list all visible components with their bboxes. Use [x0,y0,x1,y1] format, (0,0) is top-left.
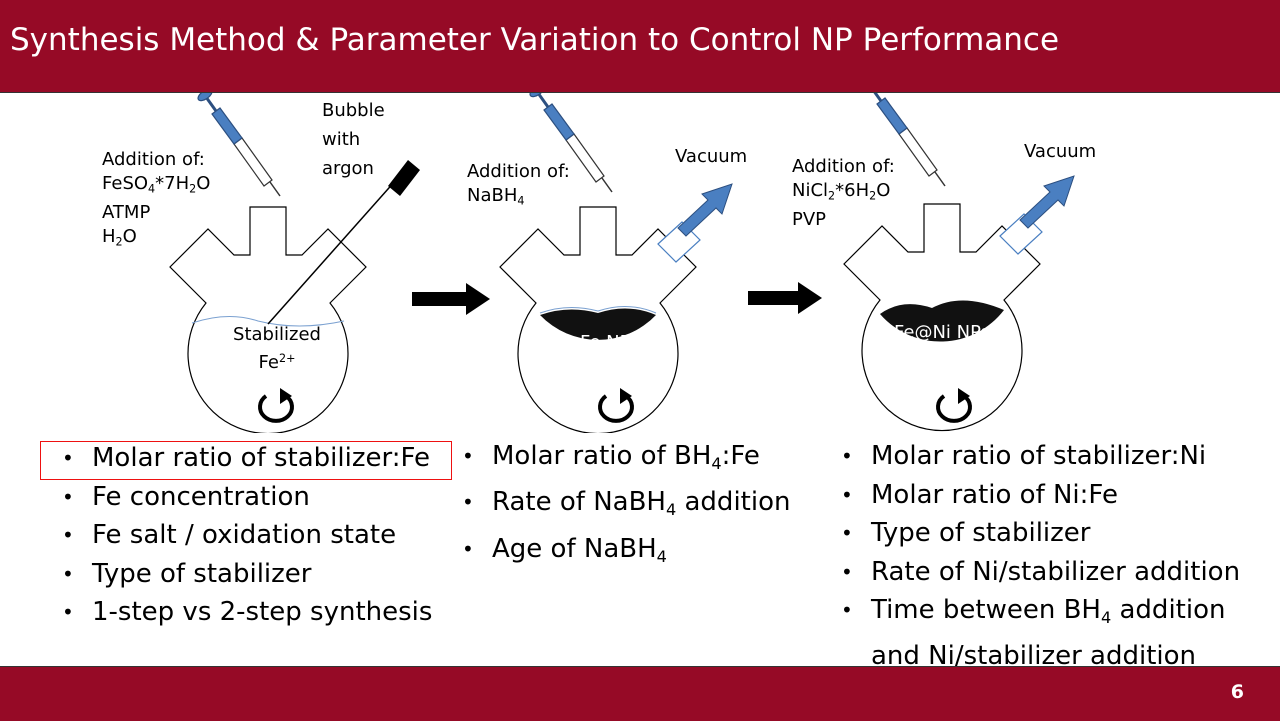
step3-vacuum-label: Vacuum [1024,141,1097,162]
step1-addition-label: Addition of: FeSO4*7H2O ATMP H2O [102,148,210,255]
reagent-pvp: PVP [792,209,827,231]
flask2-label: Fe NPs [580,332,640,353]
argon-tube-icon [267,160,420,325]
list-item: Rate of NaBH4 addition [460,483,790,529]
list-item: Time between BH4 addition [839,591,1240,637]
rotate-icon-step2 [598,386,634,423]
title-bar: Synthesis Method & Parameter Variation t… [0,0,1280,93]
list-item: Type of stabilizer [60,555,432,594]
synthesis-diagram [169,93,1075,433]
vacuum-arrow-step3-icon [999,175,1075,255]
reagent-nabh4: NaBH4 [467,185,525,208]
vacuum-arrow-step2-icon [657,183,733,263]
list-item: Molar ratio of stabilizer:Fe [60,439,432,478]
reagent-atmp: ATMP [102,202,151,224]
reagent-nicl2: NiCl2*6H2O [792,180,891,203]
step3-addition-label: Addition of: NiCl2*6H2O PVP [792,156,895,231]
list-item: 1-step vs 2-step synthesis [60,593,432,632]
bubble-argon-label: Bubble with argon [322,100,385,179]
list-item: Type of stabilizer [839,514,1240,553]
flask1-label: Stabilized Fe2+ [233,324,321,374]
flask3-label: Fe@Ni NPs [894,322,991,343]
step1-parameter-list: Molar ratio of stabilizer:Fe Fe concentr… [60,439,432,632]
rotate-icon-step3 [936,386,972,423]
process-arrow-2 [748,282,822,314]
list-item: Molar ratio of BH4:Fe [460,437,790,483]
page-number: 6 [1230,681,1244,703]
list-item: Fe concentration [60,478,432,517]
reagent-feso4: FeSO4*7H2O [102,173,211,196]
list-item: Molar ratio of Ni:Fe [839,476,1240,515]
step2-vacuum-label: Vacuum [675,146,748,167]
step3-parameter-list: Molar ratio of stabilizer:Ni Molar ratio… [839,437,1240,676]
highlight-box [40,441,452,480]
process-arrow-1 [412,283,490,315]
flask-step3 [843,203,1041,432]
rotate-icon-step1 [258,386,294,423]
flask-step1 [169,206,367,433]
list-item: Fe salt / oxidation state [60,516,432,555]
reagent-water: H2O [102,226,137,249]
list-item: Age of NaBH4 [460,530,790,576]
step2-parameter-list: Molar ratio of BH4:Fe Rate of NaBH4 addi… [460,437,790,576]
list-item: Molar ratio of stabilizer:Ni [839,437,1240,476]
list-item: Rate of Ni/stabilizer addition [839,553,1240,592]
flask-step2 [499,206,697,433]
slide-title: Synthesis Method & Parameter Variation t… [10,22,1060,58]
step2-addition-label: Addition of: NaBH4 [467,160,570,213]
footer-bar: 6 [0,666,1280,721]
